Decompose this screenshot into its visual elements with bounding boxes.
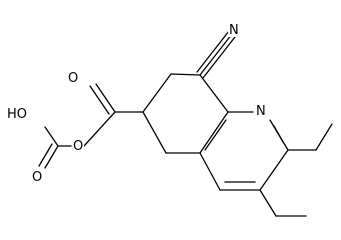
aromatic-ring-bond xyxy=(199,152,221,191)
nitrile-nitrogen-label: N xyxy=(228,23,240,38)
ring-nitrogen-label: N xyxy=(255,104,267,119)
carbonate-hydroxyl-label: HO xyxy=(6,107,29,122)
molecule-canvas: N N O O HO O xyxy=(6,23,333,217)
ethyl-bond xyxy=(259,189,277,217)
ring-bond xyxy=(170,73,201,76)
carbonyl-double-bond xyxy=(95,83,116,113)
ester-bond xyxy=(83,111,116,147)
nitrile-triple-bond xyxy=(196,30,230,73)
carbonate-bond xyxy=(44,126,59,147)
ethyl-bond xyxy=(315,123,333,151)
ring-bond xyxy=(142,73,172,113)
ester-oxygen-label: O xyxy=(72,139,85,154)
carbonyl-double-bond xyxy=(89,85,110,115)
bond-layer xyxy=(38,30,333,217)
aromatic-ring-bond xyxy=(204,119,227,151)
nitrile-triple-bond xyxy=(202,36,236,79)
carbonate-oxygen-label: O xyxy=(67,71,80,86)
carbonate-oxygen-label: O xyxy=(31,170,44,185)
aromatic-ring-bond xyxy=(259,149,289,191)
carbonate-double-bond xyxy=(44,145,59,169)
aromatic-ring-bond xyxy=(273,125,284,143)
aromatic-ring-bond xyxy=(199,111,229,154)
ring-bond xyxy=(142,111,167,154)
carbonate-double-bond xyxy=(38,143,53,167)
nitrile-triple-bond xyxy=(199,33,233,76)
ring-bond xyxy=(199,74,229,113)
